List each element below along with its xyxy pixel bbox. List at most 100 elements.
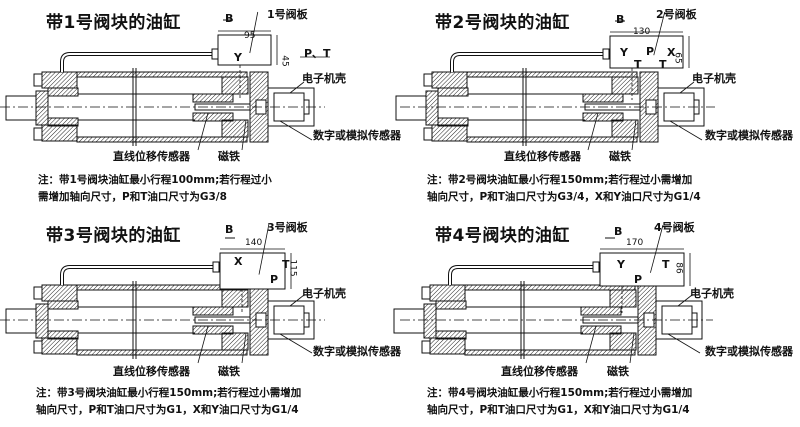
pipe-fitting bbox=[592, 261, 600, 273]
front-head-top bbox=[41, 71, 78, 89]
panel-title: 带1号阀块的油缸 bbox=[46, 13, 181, 33]
tie-bolt-top bbox=[33, 73, 43, 87]
panel-title: 带4号阀块的油缸 bbox=[435, 226, 570, 246]
leader-sensor bbox=[279, 120, 313, 141]
valve-plate-label: 2号阀板 bbox=[656, 8, 697, 21]
note-line-2: 轴向尺寸，P和T油口尺寸为G3/4，X和Y油口尺寸为G1/4 bbox=[427, 191, 701, 203]
housing-label: 电子机壳 bbox=[692, 72, 736, 85]
port-p: P bbox=[270, 273, 279, 286]
front-head-top bbox=[431, 71, 468, 89]
piston-head-bottom bbox=[609, 332, 637, 351]
leader-linear-sensor bbox=[585, 325, 597, 364]
piston-rod bbox=[5, 308, 37, 334]
rod-gland bbox=[423, 303, 437, 339]
front-head-bottom bbox=[41, 337, 78, 355]
oil-pipe bbox=[60, 265, 213, 285]
piston-rod bbox=[5, 95, 37, 121]
barrel-wall-top bbox=[76, 71, 248, 78]
magnet-label: 磁铁 bbox=[609, 150, 631, 163]
oil-pipe bbox=[450, 52, 603, 72]
barrel-wall-top bbox=[466, 71, 638, 78]
housing-label: 电子机壳 bbox=[302, 287, 346, 300]
piston-head-top bbox=[221, 76, 249, 95]
piston-rod bbox=[393, 308, 425, 334]
valve-plate-label: 1号阀板 bbox=[267, 8, 308, 21]
sensor-label: 数字或模拟传感器 bbox=[313, 345, 401, 358]
valve-plate-label: 3号阀板 bbox=[267, 221, 308, 234]
barrel-wall-bottom bbox=[464, 349, 636, 356]
front-head-bottom bbox=[41, 124, 78, 142]
leader-linear-sensor bbox=[197, 112, 209, 151]
width-dimension: 140 bbox=[245, 238, 263, 248]
note: 注：带1号阀块油缸最小行程100mm;若行程过小 需增加轴向尺寸，P和T油口尺寸… bbox=[38, 172, 272, 206]
linear-sensor-label: 直线位移传感器 bbox=[504, 150, 581, 163]
piston-top bbox=[582, 93, 624, 103]
tie-bolt-top bbox=[423, 73, 433, 87]
front-head-bottom bbox=[429, 337, 466, 355]
piston-top bbox=[580, 306, 622, 316]
housing-label: 电子机壳 bbox=[690, 287, 734, 300]
piston-head-top bbox=[221, 289, 249, 308]
leader-housing bbox=[677, 294, 693, 307]
oil-pipe-inner bbox=[61, 266, 213, 285]
height-dimension: 45 bbox=[279, 55, 290, 67]
tie-bolt-bottom bbox=[421, 340, 431, 354]
height-dimension: 86 bbox=[673, 262, 684, 274]
piston-bottom bbox=[582, 112, 624, 122]
sensor-label: 数字或模拟传感器 bbox=[313, 129, 401, 142]
note-line-2: 需增加轴向尺寸，P和T油口尺寸为G3/8 bbox=[38, 191, 227, 203]
port-t-2: T bbox=[659, 58, 667, 71]
note-line-1: 注：带3号阀块油缸最小行程150mm;若行程过小需增加 bbox=[36, 387, 302, 399]
width-dimension: 130 bbox=[633, 27, 651, 37]
front-head-top bbox=[429, 284, 466, 302]
leader-housing bbox=[289, 294, 305, 307]
piston-rod bbox=[395, 95, 427, 121]
leader-linear-sensor bbox=[587, 112, 599, 151]
port-t-1: T bbox=[634, 58, 642, 71]
linear-sensor-label: 直线位移传感器 bbox=[113, 150, 190, 163]
rod-bushing-top bbox=[435, 300, 467, 310]
section-mark: B bbox=[614, 225, 623, 238]
cylinder-drawing bbox=[393, 224, 713, 364]
port-y: Y bbox=[234, 51, 242, 64]
tie-bolt-top bbox=[421, 286, 431, 300]
tie-bolt-top bbox=[33, 286, 43, 300]
rod-bushing-bottom bbox=[47, 117, 79, 127]
piston-top bbox=[192, 306, 234, 316]
magnet-label: 磁铁 bbox=[218, 150, 240, 163]
port-y: Y bbox=[620, 46, 628, 59]
leader-magnet bbox=[241, 332, 247, 364]
leader-valve-plate bbox=[258, 224, 270, 275]
piston-bottom bbox=[192, 325, 234, 335]
pipe-fitting bbox=[602, 48, 610, 60]
tie-bolt-bottom bbox=[423, 127, 433, 141]
housing-label: 电子机壳 bbox=[302, 72, 346, 85]
sensor-label: 数字或模拟传感器 bbox=[705, 345, 793, 358]
panel-valve-3: 带3号阀块的油缸 B 3号阀板 140 115 X T P 电子机壳 数字或模拟… bbox=[0, 213, 401, 426]
oil-pipe bbox=[60, 52, 212, 72]
valve-plate-label: 4号阀板 bbox=[654, 221, 695, 234]
cylinder-drawing bbox=[0, 11, 330, 151]
width-dimension: 170 bbox=[626, 238, 644, 248]
barrel-wall-bottom bbox=[466, 136, 638, 143]
leader-magnet bbox=[241, 119, 247, 151]
port-p: P bbox=[634, 273, 643, 286]
oil-pipe-inner bbox=[61, 53, 212, 72]
rod-bushing-top bbox=[437, 87, 469, 97]
oil-pipe-inner bbox=[449, 266, 593, 285]
note-line-2: 轴向尺寸，P和T油口尺寸为G1，X和Y油口尺寸为G1/4 bbox=[427, 404, 690, 416]
section-mark: B bbox=[616, 13, 625, 26]
leader-housing bbox=[289, 81, 305, 94]
note-line-1: 注：带1号阀块油缸最小行程100mm;若行程过小 bbox=[38, 174, 272, 186]
tie-bolt-bottom bbox=[33, 127, 43, 141]
rod-gland bbox=[35, 90, 49, 126]
note-line-2: 轴向尺寸，P和T油口尺寸为G1，X和Y油口尺寸为G1/4 bbox=[36, 404, 299, 416]
barrel-wall-bottom bbox=[76, 136, 248, 143]
port-x: X bbox=[234, 255, 243, 268]
linear-sensor-label: 直线位移传感器 bbox=[113, 365, 190, 378]
valve-block bbox=[219, 252, 286, 290]
panel-title: 带2号阀块的油缸 bbox=[435, 13, 570, 33]
port-t: T bbox=[662, 258, 670, 271]
leader-housing bbox=[679, 81, 695, 94]
rod-bushing-top bbox=[47, 300, 79, 310]
